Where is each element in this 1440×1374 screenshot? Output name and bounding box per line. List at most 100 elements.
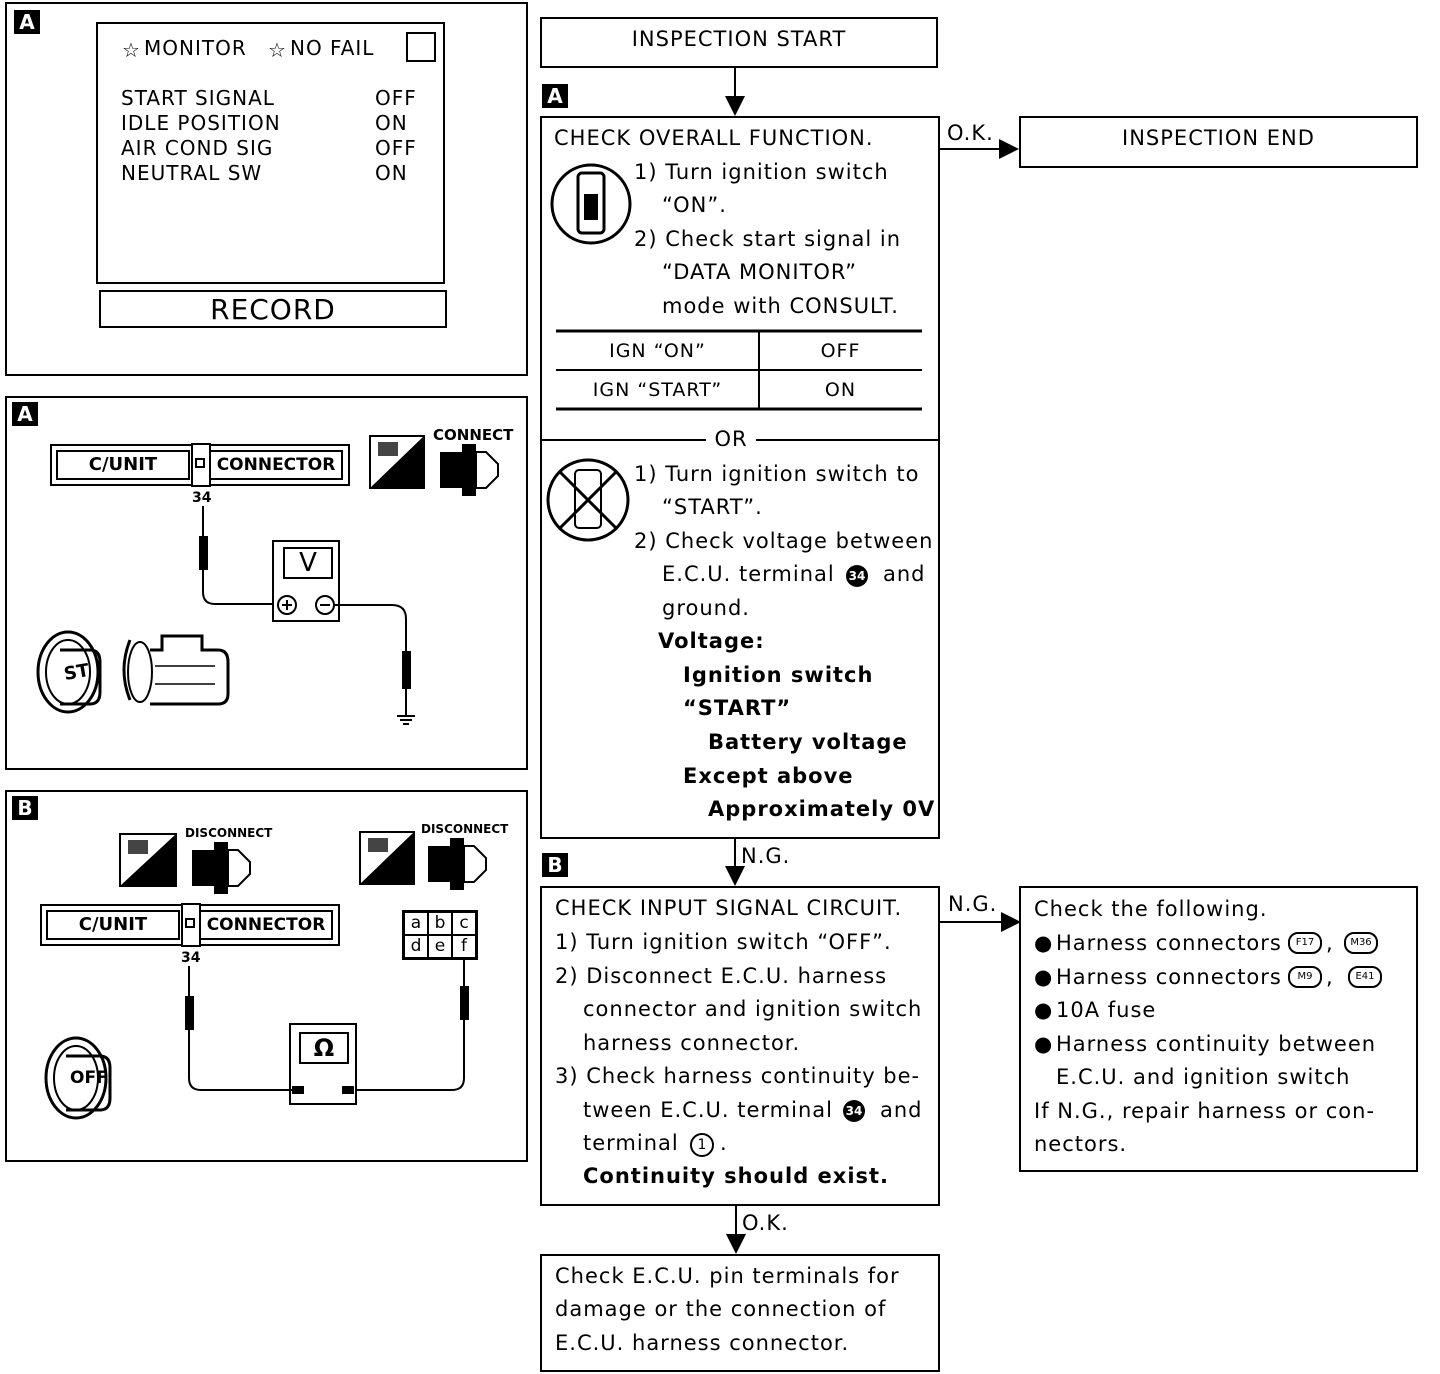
grid-cell: a <box>404 912 428 935</box>
check-following-r2: nectors. <box>1034 1132 1128 1156</box>
flow-tag-b: B <box>542 853 568 877</box>
table-cond: IGN “START” <box>592 379 723 401</box>
check-input-l2a: 2) Disconnect E.C.U. harness <box>555 964 888 988</box>
check-overall-step2b: “DATA MONITOR” <box>662 260 858 284</box>
grid-cell: e <box>428 935 452 958</box>
ohmmeter-label: Ω <box>299 1032 349 1064</box>
check-input-l3b-post: and <box>880 1098 923 1122</box>
panel-a2-tag: A <box>12 402 38 426</box>
connector-badge: F17 <box>1288 932 1322 954</box>
final-l1: Check E.C.U. pin terminals for <box>555 1264 900 1288</box>
check-overall-step2c: mode with CONSULT. <box>662 294 899 318</box>
disconnect-label-1: DISCONNECT <box>185 826 273 840</box>
check-input-l3c-pre: terminal <box>583 1131 679 1155</box>
check-input-l4: Continuity should exist. <box>583 1164 890 1188</box>
terminal-34-label-b: 34 <box>181 950 201 966</box>
terminal-34-badge: 34 <box>846 565 868 587</box>
voltage-line1: Ignition switch <box>683 663 874 687</box>
final-l2: damage or the connection of <box>555 1297 887 1321</box>
check-input-title: CHECK INPUT SIGNAL CIRCUIT. <box>555 896 903 920</box>
no-fail-label: NO FAIL <box>290 36 375 60</box>
no-fail-star-icon: ☆ <box>268 38 287 62</box>
voltage-line3: Battery voltage <box>708 730 908 754</box>
monitor-row-value: ON <box>375 111 408 135</box>
check-following-i4b: E.C.U. and ignition switch <box>1056 1065 1351 1089</box>
terminal-34-label: 34 <box>192 490 212 506</box>
alt-step1a: 1) Turn ignition switch to <box>634 462 920 486</box>
flow-tag-a: A <box>542 84 568 108</box>
check-overall-title: CHECK OVERALL FUNCTION. <box>554 126 874 150</box>
disconnect-label-2: DISCONNECT <box>421 822 509 836</box>
monitor-row-name: NEUTRAL SW <box>121 161 263 185</box>
check-input-l3a: 3) Check harness continuity be- <box>555 1064 921 1088</box>
check-overall-step1b: “ON”. <box>662 193 727 217</box>
connector-badge: M9 <box>1288 966 1322 988</box>
connector-badge: M36 <box>1344 932 1378 954</box>
voltmeter-label: V <box>283 547 333 579</box>
check-input-l1: 1) Turn ignition switch “OFF”. <box>555 930 892 954</box>
ng-label-2: N.G. <box>948 892 998 916</box>
alt-step2c: ground. <box>662 596 750 620</box>
check-following-i4a: Harness continuity between <box>1056 1032 1377 1056</box>
bullet-icon: ● <box>1034 998 1054 1022</box>
monitor-screen <box>96 22 445 284</box>
monitor-row-value: OFF <box>375 86 417 110</box>
monitor-row-name: IDLE POSITION <box>121 111 281 135</box>
check-input-l2b: connector and ignition switch <box>583 997 923 1021</box>
connector-badge: E41 <box>1348 966 1382 988</box>
grid-cell: f <box>452 935 476 958</box>
monitor-row-value: OFF <box>375 136 417 160</box>
cunit-label-b: C/UNIT <box>46 910 180 940</box>
grid-cell: b <box>428 912 452 935</box>
check-following-i2: Harness connectors <box>1056 965 1282 989</box>
ok-label-1: O.K. <box>947 121 994 145</box>
check-following-r1: If N.G., repair harness or con- <box>1034 1099 1376 1123</box>
alt-step2b-post: and <box>883 562 926 586</box>
terminal-grid: a b c d e f <box>402 910 478 960</box>
alt-step2a: 2) Check voltage between <box>634 529 934 553</box>
check-input-l3c-post: . <box>720 1131 728 1155</box>
grid-cell: c <box>452 912 476 935</box>
alt-step2b-pre: E.C.U. terminal <box>662 562 835 586</box>
check-input-l3b-pre: tween E.C.U. terminal <box>583 1098 833 1122</box>
final-l3: E.C.U. harness connector. <box>555 1331 850 1355</box>
check-overall-box <box>540 116 940 839</box>
check-overall-step1a: 1) Turn ignition switch <box>634 160 889 184</box>
inspection-end-box <box>1019 116 1418 168</box>
bullet-icon: ● <box>1034 1032 1054 1056</box>
monitor-checkbox[interactable] <box>406 32 436 62</box>
table-value: ON <box>824 379 857 401</box>
panel-b-tag: B <box>12 796 38 820</box>
monitor-star-icon: ☆ <box>122 38 141 62</box>
check-input-box <box>540 886 940 1206</box>
check-following-i1: Harness connectors <box>1056 931 1282 955</box>
comma: , <box>1326 931 1334 955</box>
monitor-label: MONITOR <box>144 36 247 60</box>
check-following-title: Check the following. <box>1034 897 1268 921</box>
final-check-box <box>540 1254 940 1372</box>
monitor-row-value: ON <box>375 161 408 185</box>
grid-cell: d <box>404 935 428 958</box>
comma: , <box>1326 965 1334 989</box>
inspection-start-label: INSPECTION START <box>631 27 847 51</box>
voltage-line4: Except above <box>683 764 854 788</box>
voltage-line2: “START” <box>683 696 792 720</box>
record-button[interactable]: RECORD <box>99 290 447 328</box>
terminal-1-badge: 1 <box>690 1133 714 1157</box>
cunit-label: C/UNIT <box>56 450 190 480</box>
monitor-row-name: AIR COND SIG <box>121 136 274 160</box>
voltage-title: Voltage: <box>658 629 765 653</box>
bullet-icon: ● <box>1034 931 1054 955</box>
monitor-row-name: START SIGNAL <box>121 86 275 110</box>
connect-label: CONNECT <box>433 426 514 444</box>
alt-step1b: “START”. <box>662 495 763 519</box>
table-value: OFF <box>820 340 861 362</box>
bullet-icon: ● <box>1034 965 1054 989</box>
or-label: OR <box>714 427 748 451</box>
check-following-i3: 10A fuse <box>1056 998 1157 1022</box>
inspection-start-box <box>540 17 938 68</box>
table-cond: IGN “ON” <box>609 340 706 362</box>
ng-label-1: N.G. <box>741 844 791 868</box>
inspection-end-label: INSPECTION END <box>1122 126 1315 150</box>
